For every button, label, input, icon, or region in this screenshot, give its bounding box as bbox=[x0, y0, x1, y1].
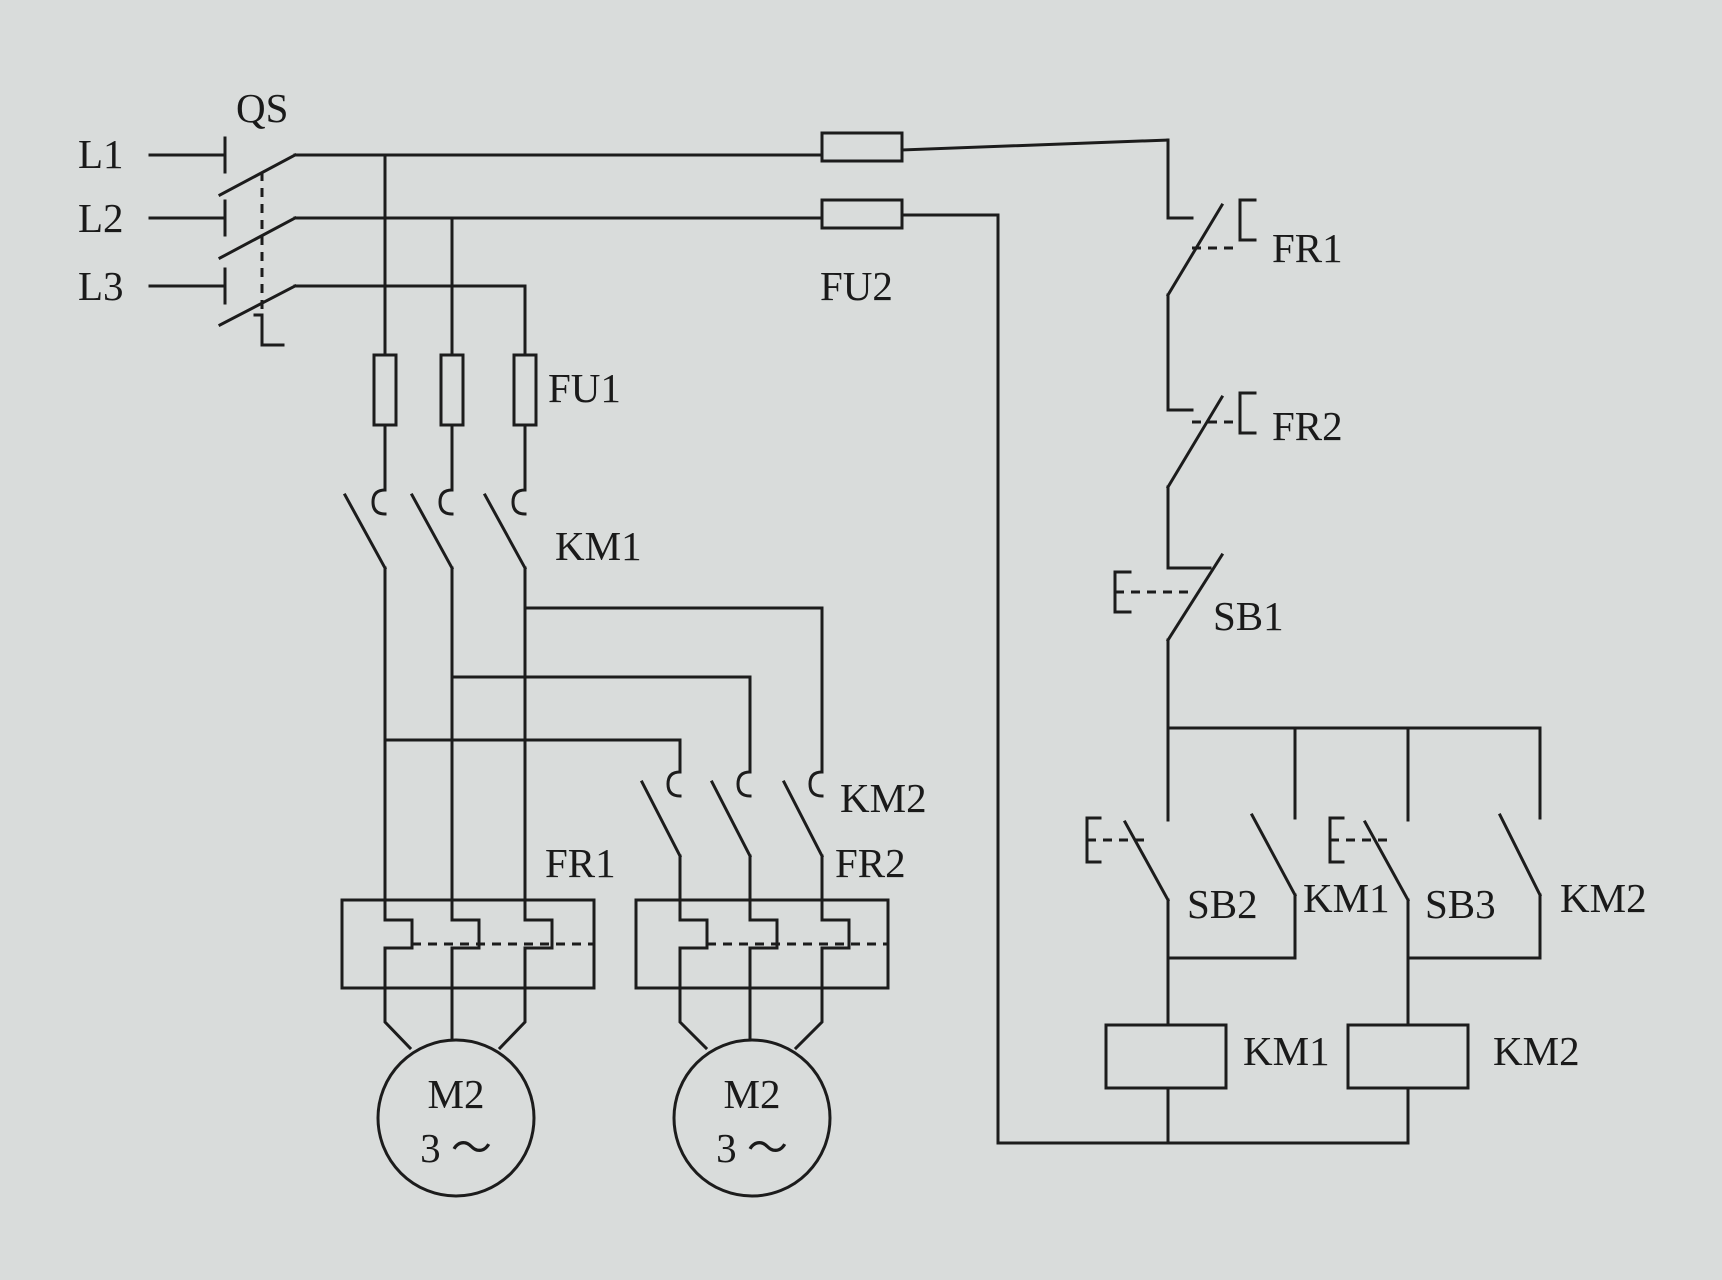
motor-2-rating: 3 ～ bbox=[716, 1125, 788, 1171]
fr1-nc-contact bbox=[1192, 198, 1257, 250]
sb2-branch bbox=[1085, 726, 1298, 1027]
motor-1 bbox=[376, 986, 536, 1198]
power-buses bbox=[293, 138, 1170, 1145]
supply-lines bbox=[148, 136, 227, 305]
fu1-fuses bbox=[372, 353, 538, 427]
fu2-fuses bbox=[820, 131, 904, 230]
fr2-thermal-relay bbox=[634, 898, 890, 990]
sb3-branch bbox=[1328, 726, 1543, 1027]
label-sb3: SB3 bbox=[1425, 881, 1496, 927]
motor-2-name: M2 bbox=[724, 1071, 781, 1117]
sb1-button bbox=[1113, 570, 1195, 614]
label-l3: L3 bbox=[78, 263, 124, 309]
qs-switch bbox=[217, 152, 298, 347]
label-l1: L1 bbox=[78, 131, 124, 177]
km1-coil bbox=[1104, 1023, 1228, 1145]
km2-branch bbox=[383, 606, 825, 902]
label-km2-main: KM2 bbox=[840, 775, 927, 821]
control-rail bbox=[1165, 138, 1542, 730]
label-km1-main: KM1 bbox=[555, 523, 642, 569]
label-fr1-relay: FR1 bbox=[545, 840, 616, 886]
label-fr2-contact: FR2 bbox=[1272, 403, 1343, 449]
fr1-thermal-relay bbox=[340, 898, 596, 990]
label-km2-coil: KM2 bbox=[1493, 1028, 1580, 1074]
label-sb2: SB2 bbox=[1187, 881, 1258, 927]
label-fu1: FU1 bbox=[548, 365, 621, 411]
label-km2-hold: KM2 bbox=[1560, 875, 1647, 921]
label-fr1-contact: FR1 bbox=[1272, 225, 1343, 271]
label-sb1: SB1 bbox=[1213, 593, 1284, 639]
phase-drops bbox=[383, 153, 527, 492]
km2-coil bbox=[1346, 1023, 1470, 1145]
label-km1-coil: KM1 bbox=[1243, 1028, 1330, 1074]
motor-2 bbox=[672, 986, 832, 1198]
label-qs: QS bbox=[236, 85, 288, 131]
km1-main-contacts bbox=[342, 488, 528, 902]
label-fu2: FU2 bbox=[820, 263, 893, 309]
motor-1-rating: 3 ～ bbox=[420, 1125, 492, 1171]
label-fr2-relay: FR2 bbox=[835, 840, 906, 886]
label-l2: L2 bbox=[78, 195, 124, 241]
fr2-nc-contact bbox=[1192, 391, 1257, 435]
label-km1-hold: KM1 bbox=[1303, 875, 1390, 921]
motor-1-name: M2 bbox=[428, 1071, 485, 1117]
